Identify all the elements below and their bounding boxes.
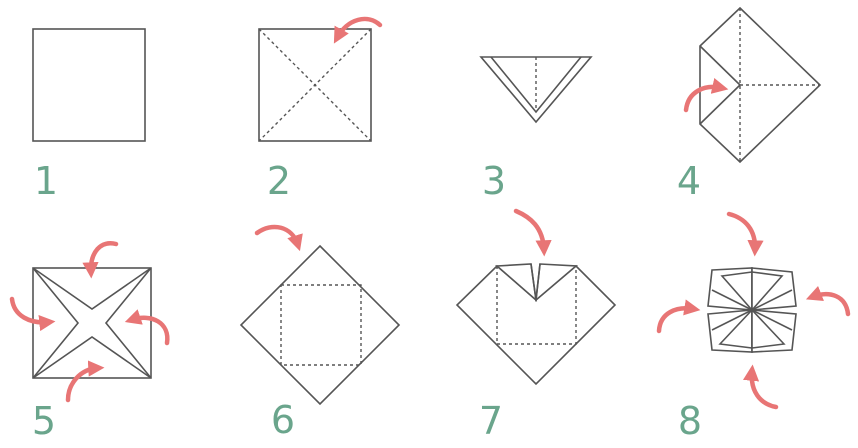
- step-number-5: 5: [32, 399, 56, 443]
- step-8: 8: [659, 214, 848, 443]
- step-number-3: 3: [482, 159, 506, 203]
- step-number-6: 6: [271, 398, 295, 442]
- fold-arrow-bottom: [752, 371, 776, 407]
- fold-arrow-left: [659, 308, 694, 331]
- fold-arrow-top: [729, 214, 755, 250]
- step-number-2: 2: [267, 159, 291, 203]
- diamond-paper: [241, 246, 399, 404]
- fold-edge: [700, 85, 740, 124]
- fold-edge: [700, 46, 740, 85]
- fold-arrow: [686, 87, 722, 110]
- step-3: 3: [481, 57, 591, 203]
- finished-fold-petals: [708, 268, 796, 352]
- step-5: 5: [12, 243, 167, 443]
- fold-arrow-right: [131, 318, 167, 343]
- fold-arrow-right: [812, 294, 848, 314]
- square-fold-guide: [281, 285, 361, 365]
- fold-arrow-bottom: [68, 368, 98, 400]
- step-2: 2: [259, 19, 380, 203]
- step-7: 7: [457, 211, 615, 443]
- fold-arrow: [257, 227, 298, 245]
- step-number-4: 4: [677, 159, 701, 203]
- step-1: 1: [33, 29, 145, 203]
- fold-arrow-left: [12, 299, 49, 322]
- step-6: 6: [241, 227, 399, 442]
- folded-paper-body: [457, 266, 615, 384]
- step-number-8: 8: [678, 399, 702, 443]
- fold-arrow: [516, 211, 544, 250]
- step-number-1: 1: [34, 159, 58, 203]
- square-paper: [33, 29, 145, 141]
- step-4: 4: [677, 8, 820, 203]
- step-number-7: 7: [479, 399, 503, 443]
